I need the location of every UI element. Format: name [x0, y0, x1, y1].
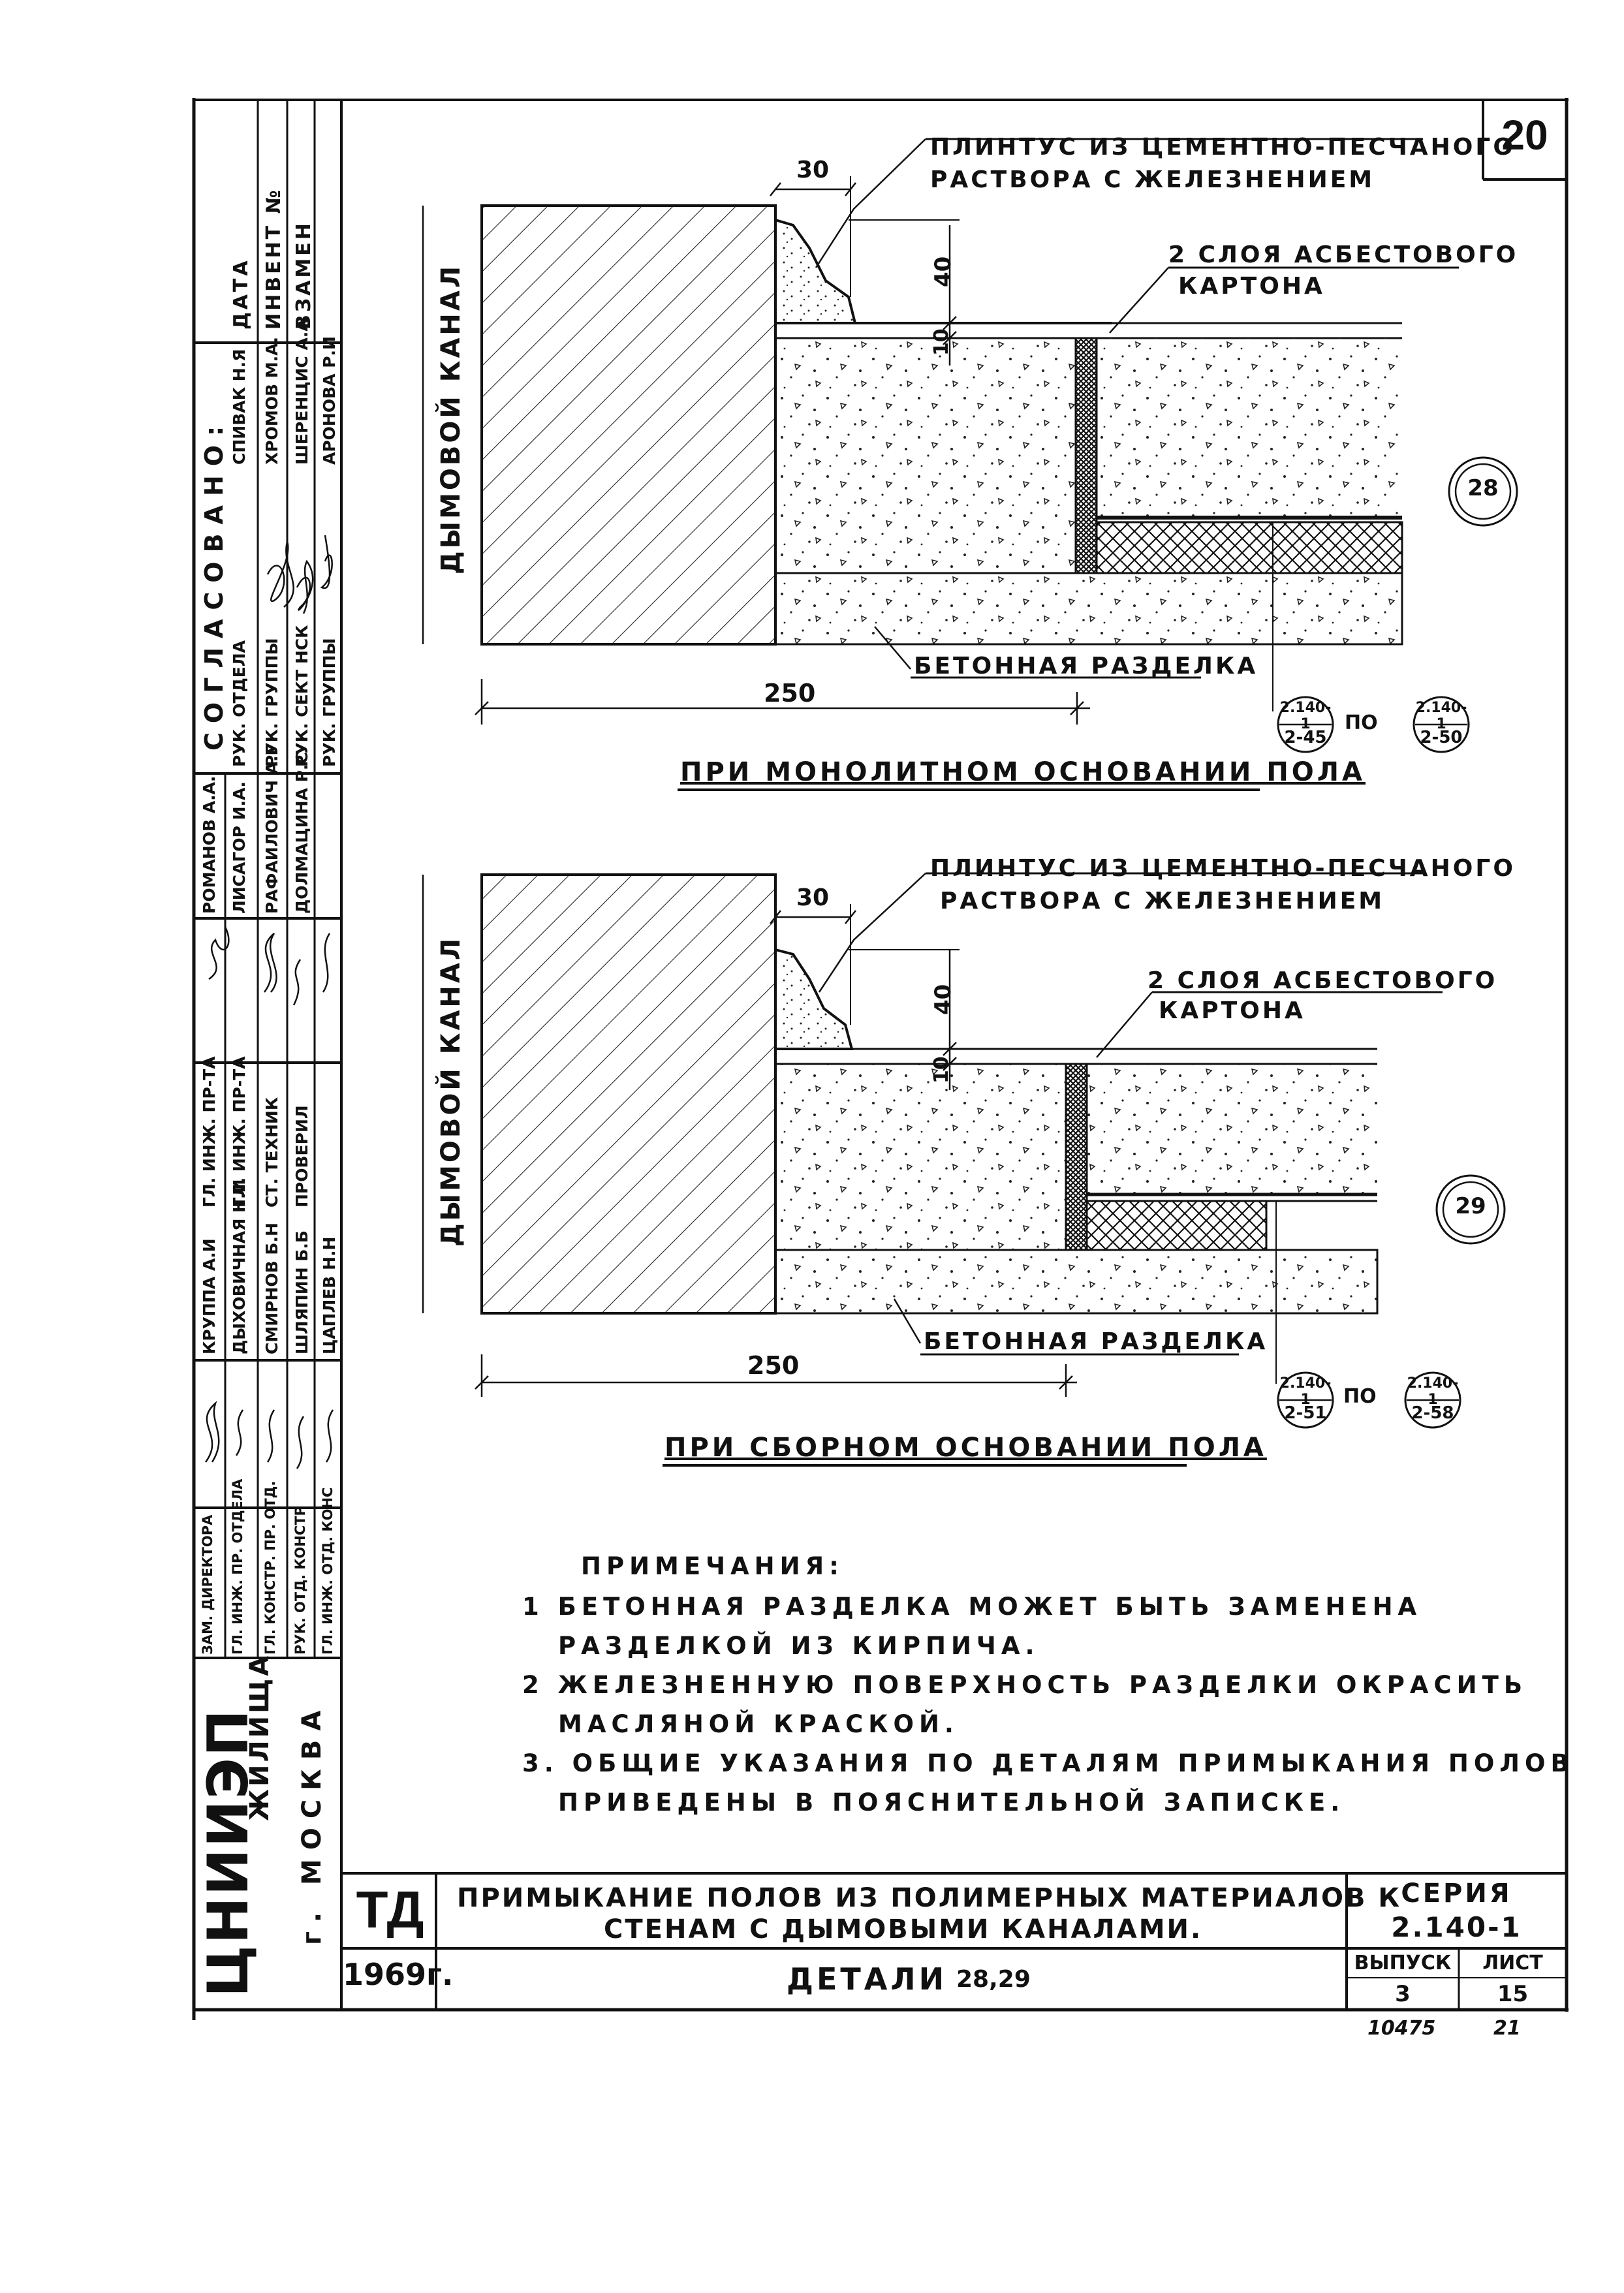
- stamp-agreed-name: СПИВАК Н.Я: [230, 349, 249, 465]
- dimension-10: 10: [930, 1056, 953, 1084]
- stamp-agreed-role: РУК. СЕКТ НСК: [292, 625, 311, 767]
- note-2-line-2: МАСЛЯНОЙ КРАСКОЙ.: [558, 1710, 959, 1738]
- stamp-staff-name: ШЛЯПИН Б.Б: [292, 1230, 311, 1354]
- note-1-line-2: РАЗДЕЛКОЙ ИЗ КИРПИЧА.: [558, 1632, 1040, 1660]
- series-value: 2.140-1: [1391, 1911, 1522, 1943]
- details-numbers: 28,29: [956, 1966, 1031, 1993]
- footer-code-2: 21: [1493, 2017, 1521, 2040]
- stamp-staff-name: ЛИСАГОР И.А.: [230, 781, 249, 914]
- note-1-line-1: 1 БЕТОННАЯ РАЗДЕЛКА МОЖЕТ БЫТЬ ЗАМЕНЕНА: [522, 1593, 1422, 1621]
- plinth-label-line-2: РАСТВОРА С ЖЕЛЕЗНЕНИЕМ: [940, 888, 1385, 914]
- signatures: [204, 535, 334, 1469]
- sheet-value: 15: [1497, 1981, 1529, 2007]
- note-3-line-1: 3. ОБЩИЕ УКАЗАНИЯ ПО ДЕТАЛЯМ ПРИМЫКАНИЯ …: [522, 1749, 1574, 1777]
- stamp-staff-name: РОМАНОВ А.А.: [200, 775, 219, 914]
- issue-value: 3: [1395, 1981, 1411, 2007]
- note-2-line-1: 2 ЖЕЛЕЗНЕННУЮ ПОВЕРХНОСТЬ РАЗДЕЛКИ ОКРАС…: [522, 1671, 1528, 1699]
- stamp-agreed-role: РУК. ГРУППЫ: [320, 638, 339, 767]
- ref-po: ПО: [1343, 1385, 1377, 1408]
- stamp-agreed-name: АРОНОВА Р.И: [320, 336, 339, 465]
- asbestos-label-line-2: КАРТОНА: [1178, 273, 1325, 300]
- plinth-label-line-1: ПЛИНТУС ИЗ ЦЕМЕНТНО-ПЕСЧАНОГО: [930, 134, 1516, 161]
- ref-a-bottom: 2-45: [1284, 728, 1327, 747]
- stamp-staff-role: СТ. ТЕХНИК: [262, 1097, 281, 1208]
- stamp-staff-role: ГЛ. КОНСТР. ПР. ОТД.: [262, 1480, 278, 1655]
- plinth-label-line-2: РАСТВОРА С ЖЕЛЕЗНЕНИЕМ: [930, 166, 1375, 193]
- asbestos-label-line-1: 2 СЛОЯ АСБЕСТОВОГО: [1148, 967, 1498, 994]
- detail-number-28: 28: [1467, 475, 1499, 501]
- year: 1969г.: [343, 1957, 454, 1992]
- stamp-staff-role: ПРОВЕРИЛ: [292, 1105, 311, 1208]
- ref-a-bottom: 2-51: [1284, 1403, 1327, 1423]
- stamp-org-city: г. МОСКВА: [297, 1701, 327, 1945]
- ref-a-top: 2.140-1: [1279, 1375, 1332, 1408]
- issue-label: ВЫПУСК: [1354, 1952, 1452, 1974]
- stamp-agreed-name: ШЕРЕНЦИС А.А: [292, 319, 311, 465]
- ref-b-top: 2.140-1: [1415, 700, 1467, 732]
- stamp-agreed-name: ХРОМОВ М.А.: [262, 337, 281, 465]
- canal-label: ДЫМОВОЙ КАНАЛ: [436, 263, 466, 574]
- dimension-10: 10: [930, 328, 953, 356]
- separation-label: БЕТОННАЯ РАЗДЕЛКА: [924, 1328, 1268, 1355]
- stamp-staff-name: КРУППА А.И: [200, 1238, 219, 1354]
- stamp-staff-name: ЦАПЛЕВ Н.Н: [320, 1236, 339, 1354]
- stamp-staff-name: ДЫХОВИЧНАЯ Н.И: [230, 1179, 249, 1354]
- dimension-30: 30: [796, 884, 830, 911]
- dimension-250: 250: [764, 679, 816, 708]
- separation-label: БЕТОННАЯ РАЗДЕЛКА: [914, 653, 1258, 679]
- ref-a-top: 2.140-1: [1279, 700, 1332, 732]
- stamp-inv-label: ИНВЕНТ №: [262, 187, 285, 330]
- dimension-40: 40: [930, 984, 956, 1015]
- detail-29-title: ПРИ СБОРНОМ ОСНОВАНИИ ПОЛА: [664, 1433, 1267, 1463]
- asbestos-label-line-2: КАРТОНА: [1159, 997, 1305, 1024]
- stamp-org-sub: ЖИЛИЩА: [245, 1653, 275, 1821]
- stamp-agreed-header: СОГЛАСОВАНО:: [200, 416, 228, 751]
- notes-heading: ПРИМЕЧАНИЯ:: [581, 1552, 844, 1580]
- title-line-2: СТЕНАМ С ДЫМОВЫМИ КАНАЛАМИ.: [604, 1914, 1203, 1944]
- sheet-label: ЛИСТ: [1482, 1952, 1543, 1974]
- ref-b-bottom: 2-58: [1411, 1403, 1454, 1423]
- asbestos-label-line-1: 2 СЛОЯ АСБЕСТОВОГО: [1168, 242, 1519, 268]
- title-line-1: ПРИМЫКАНИЕ ПОЛОВ ИЗ ПОЛИМЕРНЫХ МАТЕРИАЛО…: [457, 1883, 1402, 1913]
- series-label: СЕРИЯ: [1401, 1879, 1512, 1909]
- stamp-staff-role: РУК. ОТД. КОНСТР: [292, 1506, 308, 1655]
- stamp-staff-role: ГЛ. ИНЖ. ПР. ОТДЕЛА: [230, 1478, 245, 1655]
- detail-number-29: 29: [1455, 1193, 1486, 1219]
- dimension-250: 250: [747, 1351, 800, 1380]
- details-word: ДЕТАЛИ: [787, 1961, 948, 1997]
- stamp-staff-role: ГЛ. ИНЖ. ОТД. КОНС: [320, 1487, 336, 1655]
- dimension-40: 40: [930, 256, 956, 287]
- ref-b-top: 2.140-1: [1407, 1375, 1459, 1408]
- dimension-30: 30: [796, 157, 830, 183]
- detail-28-drawing: [422, 138, 1518, 791]
- stamp-replace-label: ВЗАМЕН: [292, 221, 315, 330]
- detail-29-drawing: [422, 872, 1506, 1467]
- canal-label: ДЫМОВОЙ КАНАЛ: [436, 935, 466, 1247]
- stamp-date-label: ДАТА: [230, 258, 253, 330]
- td-mark: ТД: [356, 1880, 424, 1939]
- footer-code-1: 10475: [1367, 2017, 1436, 2040]
- ref-b-bottom: 2-50: [1420, 728, 1463, 747]
- note-3-line-2: ПРИВЕДЕНЫ В ПОЯСНИТЕЛЬНОЙ ЗАПИСКЕ.: [558, 1788, 1345, 1817]
- stamp-staff-name: СМИРНОВ Б.Н: [262, 1223, 281, 1354]
- sheet-number: 20: [1501, 112, 1548, 159]
- stamp-agreed-role: РУК. ОТДЕЛА: [230, 640, 249, 767]
- stamp-staff-name: ДОЛМАЦИНА Р.С: [292, 752, 311, 914]
- plinth-label-line-1: ПЛИНТУС ИЗ ЦЕМЕНТНО-ПЕСЧАНОГО: [930, 855, 1516, 882]
- detail-28-title: ПРИ МОНОЛИТНОМ ОСНОВАНИИ ПОЛА: [680, 757, 1366, 787]
- stamp-staff-role: ГЛ. ИНЖ. ПР-ТА: [200, 1056, 219, 1208]
- stamp-staff-name: РАФАИЛОВИЧ А.Г: [262, 745, 281, 914]
- ref-po: ПО: [1345, 711, 1378, 734]
- stamp-staff-role: ЗАМ. ДИРЕКТОРА: [200, 1514, 215, 1655]
